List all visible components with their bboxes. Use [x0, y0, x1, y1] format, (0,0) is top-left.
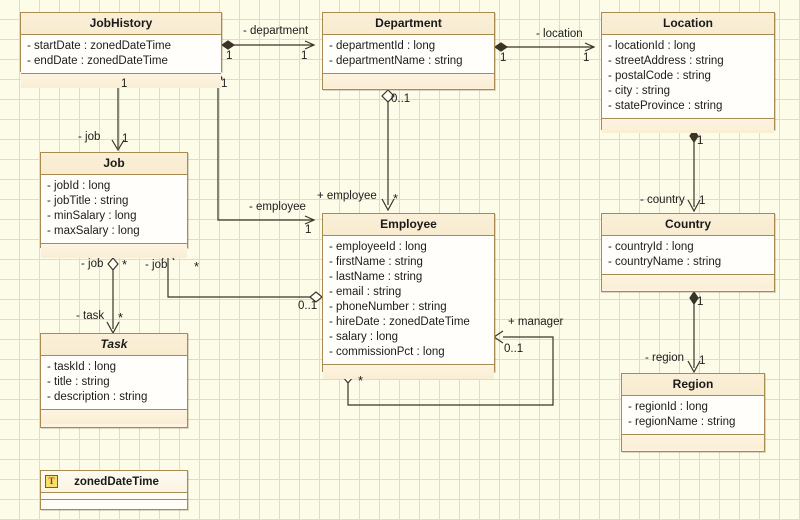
class-attributes-jobhistory: - startDate : zonedDateTime - endDate : z…: [21, 35, 221, 74]
mult-employee-job-target: *: [194, 259, 200, 274]
attribute-row: - minSalary : long: [47, 210, 137, 222]
edge-label-location: - location: [536, 28, 583, 40]
mult-department-location-source: 1: [500, 52, 507, 64]
class-attributes-job: - jobId : long - jobTitle : string - minSa…: [41, 175, 187, 244]
mult-job-task-target: *: [118, 310, 124, 325]
class-operations-region: [622, 435, 764, 449]
class-name-location: Location: [602, 13, 774, 35]
class-operations-country: [602, 275, 774, 289]
class-name-employee: Employee: [323, 214, 494, 236]
attribute-row: - lastName : string: [329, 271, 423, 283]
mult-country-region-source: 1: [697, 296, 704, 308]
attribute-row: - maxSalary : long: [47, 225, 140, 237]
edge-label-region: - region: [645, 352, 684, 364]
datatype-section: [41, 493, 187, 500]
attribute-row: - description : string: [47, 391, 148, 403]
mult-location-country-target: 1: [699, 195, 706, 207]
attribute-row: - regionName : string: [628, 416, 736, 428]
class-attributes-employee: - employeeId : long - firstName : string -…: [323, 236, 494, 365]
attribute-row: - jobId : long: [47, 180, 111, 192]
class-attributes-department: - departmentId : long - departmentName : …: [323, 35, 494, 74]
attribute-row: - streetAddress : string: [608, 55, 724, 67]
class-name-job: Job: [41, 153, 187, 175]
attribute-row: - countryName : string: [608, 256, 722, 268]
edge-label-job-left: - job: [81, 258, 104, 270]
class-operations-employee: [323, 365, 494, 379]
attribute-row: - email : string: [329, 286, 402, 298]
class-operations-department: [323, 74, 494, 88]
mult-jobhistory-job-target: 1: [122, 133, 129, 145]
mult-department-employee-source: 0..1: [391, 93, 411, 105]
class-operations-task: [41, 410, 187, 424]
attribute-row: - employeeId : long: [329, 241, 427, 253]
mult-location-country-source: 1: [697, 135, 704, 147]
mult-jobhistory-department-source: 1: [226, 50, 233, 62]
attribute-row: - title : string: [47, 376, 110, 388]
class-operations-location: [602, 119, 774, 133]
class-name-region: Region: [622, 374, 764, 396]
mult-employee-job-source: 0..1: [298, 300, 318, 312]
mult-job-task-source: *: [122, 257, 128, 272]
class-name-country: Country: [602, 214, 774, 236]
attribute-row: - hireDate : zonedDateTime: [329, 316, 470, 328]
class-name-task: Task: [41, 334, 187, 356]
class-name-department: Department: [323, 13, 494, 35]
mult-jobhistory-department-target: 1: [301, 50, 308, 62]
class-box-jobhistory[interactable]: JobHistory - startDate : zonedDateTime - e…: [20, 12, 222, 88]
attribute-row: - postalCode : string: [608, 70, 711, 82]
mult-employee-manager-target: 0..1: [504, 343, 524, 355]
edge-label-employee-from-department: + employee: [317, 190, 377, 202]
class-box-task[interactable]: Task - taskId : long - title : string - des…: [40, 333, 188, 428]
attribute-row: - departmentId : long: [329, 40, 436, 52]
edge-label-job-right: - job: [145, 259, 168, 271]
class-box-job[interactable]: Job - jobId : long - jobTitle : string - mi…: [40, 152, 188, 258]
attribute-row: - firstName : string: [329, 256, 423, 268]
class-attributes-region: - regionId : long - regionName : string: [622, 396, 764, 435]
edge-label-country: - country: [640, 194, 685, 206]
class-attributes-country: - countryId : long - countryName : string: [602, 236, 774, 275]
attribute-row: - regionId : long: [628, 401, 708, 413]
attribute-row: - jobTitle : string: [47, 195, 129, 207]
mult-country-region-target: 1: [699, 355, 706, 367]
class-box-location[interactable]: Location - locationId : long - streetAddre…: [601, 12, 775, 133]
class-name-jobhistory: JobHistory: [21, 13, 221, 35]
attribute-row: - commissionPct : long: [329, 346, 445, 358]
attribute-row: - taskId : long: [47, 361, 117, 373]
mult-jobhistory-job-source: 1: [121, 78, 128, 90]
attribute-row: - phoneNumber : string: [329, 301, 447, 313]
attribute-row: - stateProvince : string: [608, 100, 723, 112]
class-box-department[interactable]: Department- departmentId : long- departm…: [322, 12, 495, 90]
mult-jobhistory-employee-source: 1: [221, 78, 228, 90]
mult-department-location-target: 1: [583, 52, 590, 64]
datatype-name-zoneddatetime: zonedDateTime: [74, 475, 159, 488]
attribute-row: - countryId : long: [608, 241, 694, 253]
edge-label-department: - department: [243, 25, 309, 37]
edge-label-manager: + manager: [508, 316, 564, 328]
attribute-row: - departmentName : string: [329, 55, 463, 67]
mult-department-employee-target: *: [393, 191, 399, 206]
datatype-section: [41, 500, 187, 507]
attribute-row: - endDate : zonedDateTime: [27, 55, 168, 67]
class-box-employee[interactable]: Employee - employeeId : long - firstName :…: [322, 213, 495, 379]
attribute-row: - locationId : long: [608, 40, 696, 52]
mult-employee-manager-source: *: [358, 373, 364, 388]
class-box-region[interactable]: Region - regionId : long - regionName : st…: [621, 373, 765, 452]
attribute-row: - startDate : zonedDateTime: [27, 40, 172, 52]
attribute-row: - city : string: [608, 85, 670, 97]
class-box-country[interactable]: Country - countryId : long - countryName :…: [601, 213, 775, 292]
attribute-row: - salary : long: [329, 331, 399, 343]
edge-label-job-from-jobhistory: - job: [78, 131, 101, 143]
class-attributes-location: - locationId : long - streetAddress : str…: [602, 35, 774, 119]
class-attributes-task: - taskId : long - title : string - descrip…: [41, 356, 187, 410]
edge-label-employee-from-jobhistory: - employee: [249, 201, 306, 213]
datatype-icon: T: [45, 475, 58, 488]
class-operations-job: [41, 244, 187, 258]
edge-label-task: - task: [76, 310, 105, 322]
mult-jobhistory-employee-target: 1: [305, 224, 312, 236]
